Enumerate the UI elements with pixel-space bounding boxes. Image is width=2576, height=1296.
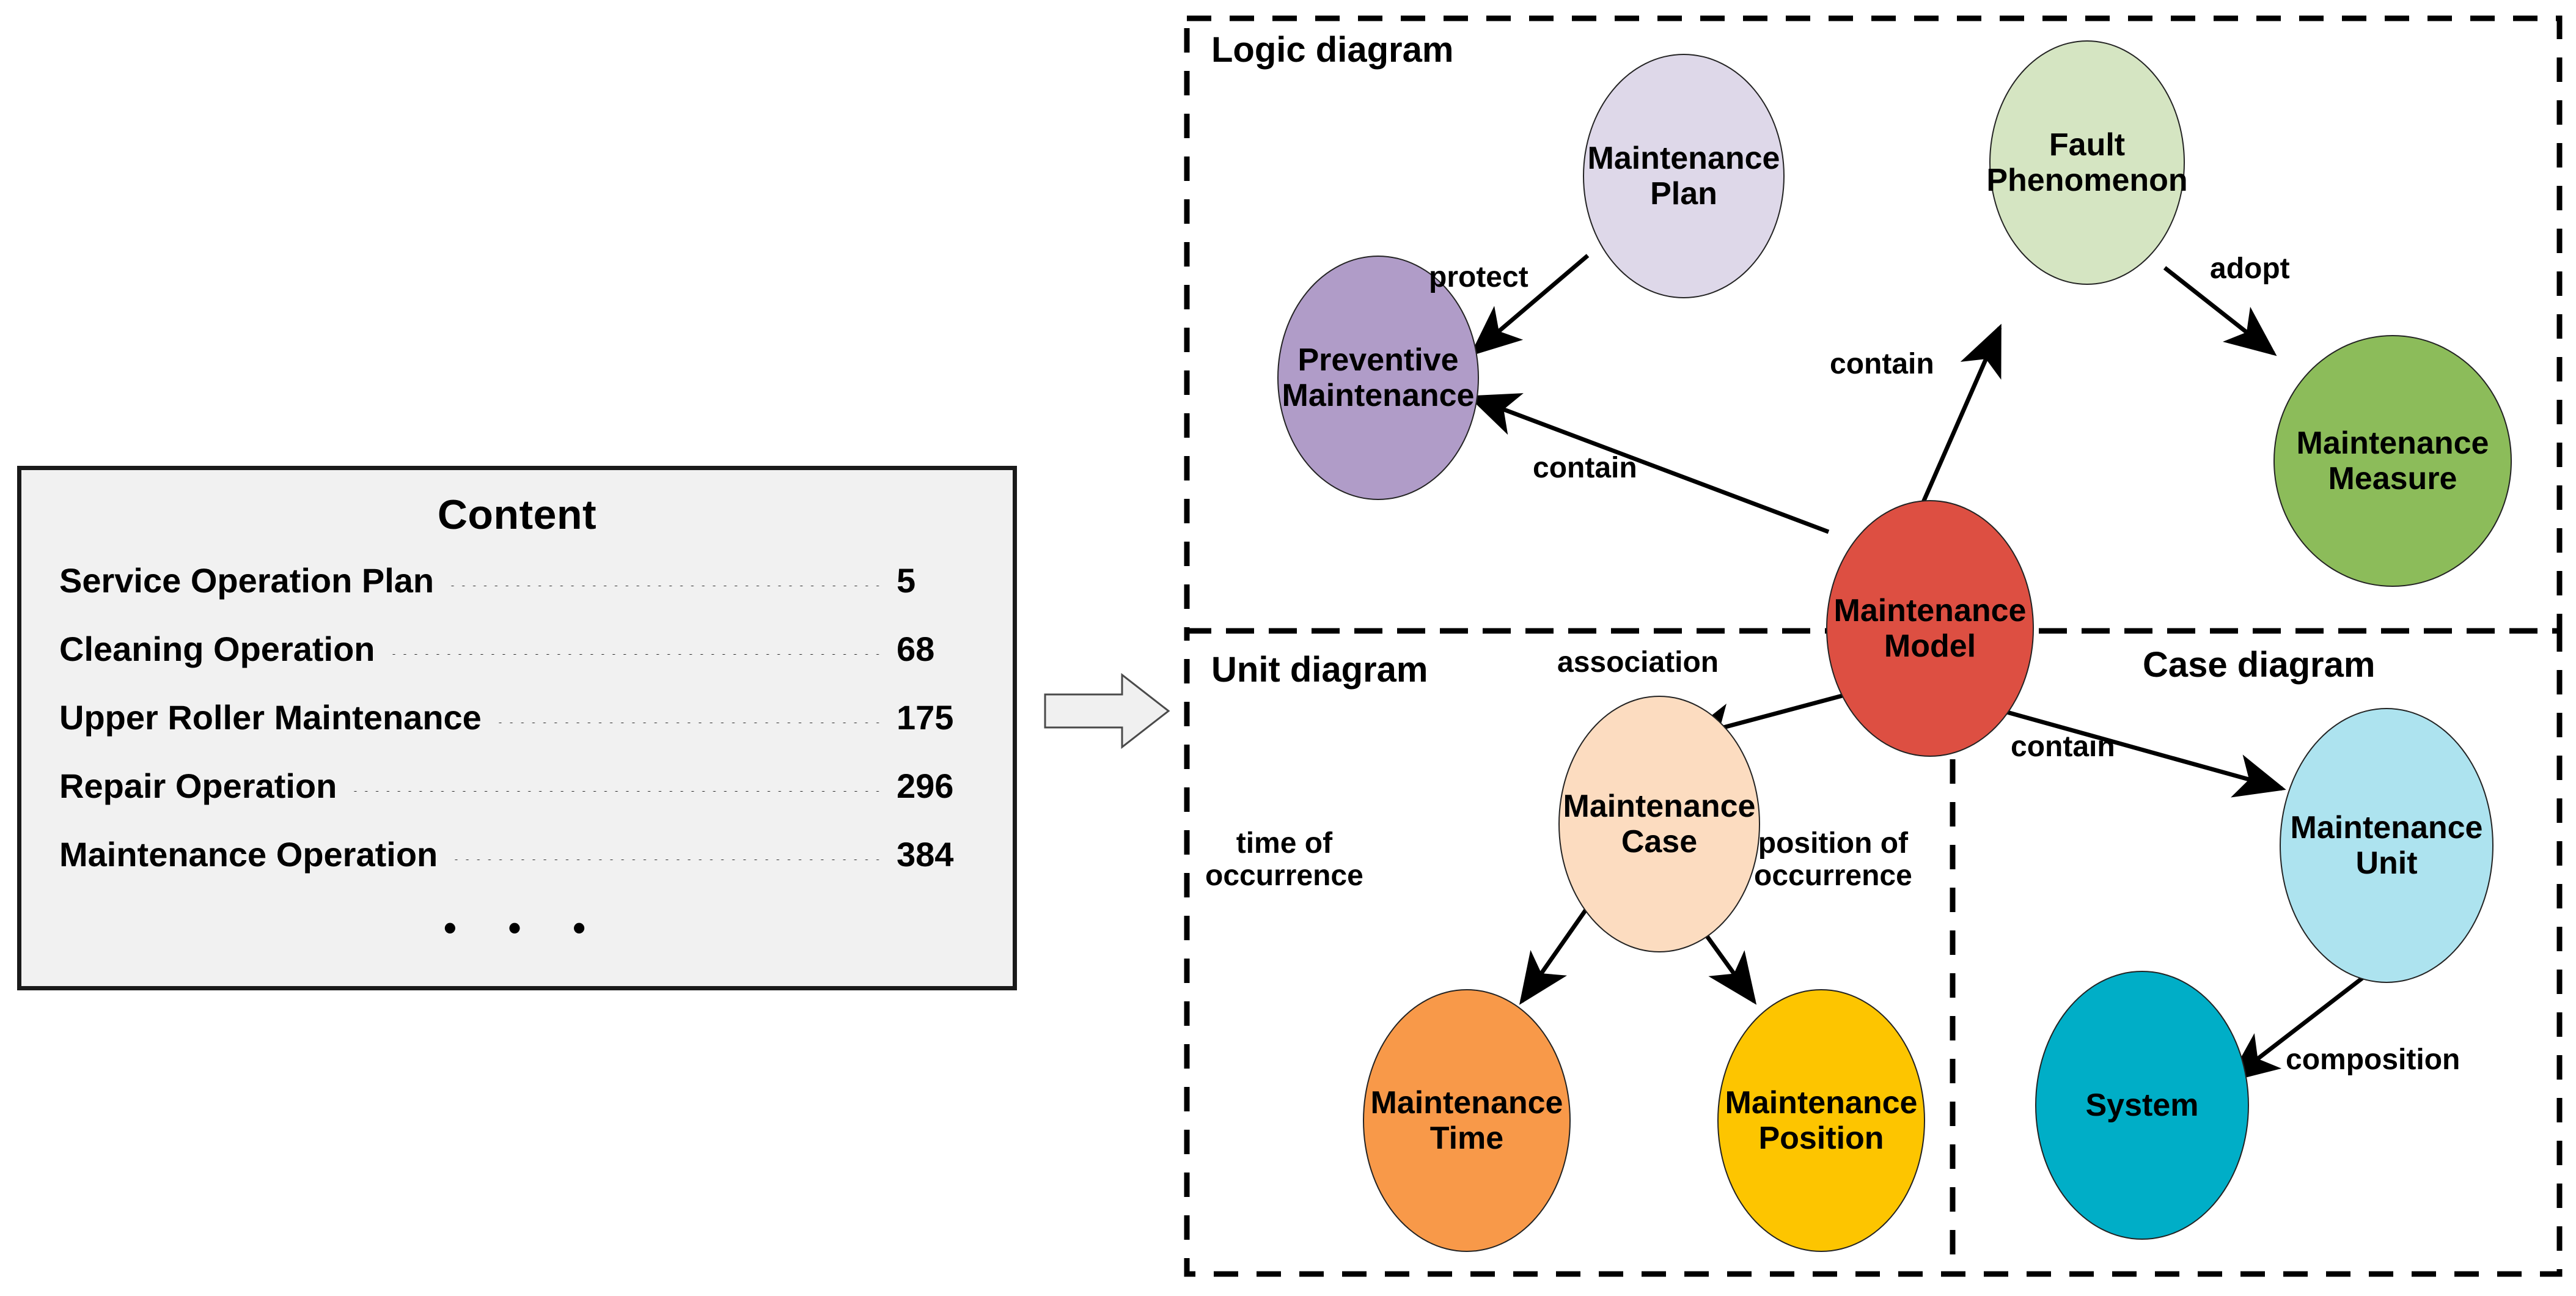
toc-entry-label: Cleaning Operation xyxy=(59,630,375,668)
node-system[interactable]: System xyxy=(2035,971,2249,1240)
maintenance-model-diagram: Logic diagram Unit diagram Case diagram … xyxy=(1180,11,2567,1281)
toc-entry-label: Upper Roller Maintenance xyxy=(59,698,482,737)
edge-label-contain-fault: contain xyxy=(1830,348,1934,380)
toc-entry-label: Maintenance Operation xyxy=(59,835,438,874)
list-item: Repair Operation 296 xyxy=(59,766,970,834)
content-title: Content xyxy=(437,492,597,538)
toc-entry-label: Service Operation Plan xyxy=(59,561,435,600)
edge-label-composition: composition xyxy=(2286,1044,2460,1076)
edge-label-protect: protect xyxy=(1429,261,1528,293)
edge-label-adopt: adopt xyxy=(2210,252,2290,285)
list-item: Service Operation Plan 5 xyxy=(59,561,970,629)
edge-label-association: association xyxy=(1557,646,1719,679)
list-item: Maintenance Operation 384 xyxy=(59,834,970,903)
edge-label-contain-unit: contain xyxy=(2011,731,2115,763)
edge-adopt xyxy=(2163,266,2277,356)
toc-entry-page: 5 xyxy=(897,561,916,600)
toc-entry-label: Repair Operation xyxy=(59,767,337,805)
node-label: System xyxy=(2085,1087,2199,1123)
ellipsis-indicator: • • • xyxy=(443,907,607,948)
toc-entry-page: 68 xyxy=(897,630,935,668)
toc-entry-page: 296 xyxy=(897,767,954,805)
toc-entry-page: 384 xyxy=(897,835,954,874)
edge-label-contain-preventive: contain xyxy=(1533,452,1637,484)
list-item: Upper Roller Maintenance 175 xyxy=(59,698,970,766)
content-box: Content Service Operation Plan 5 Cleanin… xyxy=(17,466,1017,990)
edge-composition xyxy=(2227,975,2366,1083)
section-title-unit: Unit diagram xyxy=(1211,650,1428,690)
list-item: Cleaning Operation 68 xyxy=(59,629,970,698)
edge-contain-fault xyxy=(1910,323,2002,527)
dot-leader xyxy=(391,654,881,655)
toc-entry-page: 175 xyxy=(897,698,954,737)
table-of-contents-list: Service Operation Plan 5 Cleaning Operat… xyxy=(21,561,1013,949)
edge-protect xyxy=(1469,254,1590,356)
edge-contain-preventive xyxy=(1467,393,1830,534)
right-block-arrow-icon xyxy=(1044,672,1170,749)
section-title-logic: Logic diagram xyxy=(1211,30,1454,70)
section-title-case: Case diagram xyxy=(2143,645,2376,685)
dot-leader xyxy=(353,791,881,792)
